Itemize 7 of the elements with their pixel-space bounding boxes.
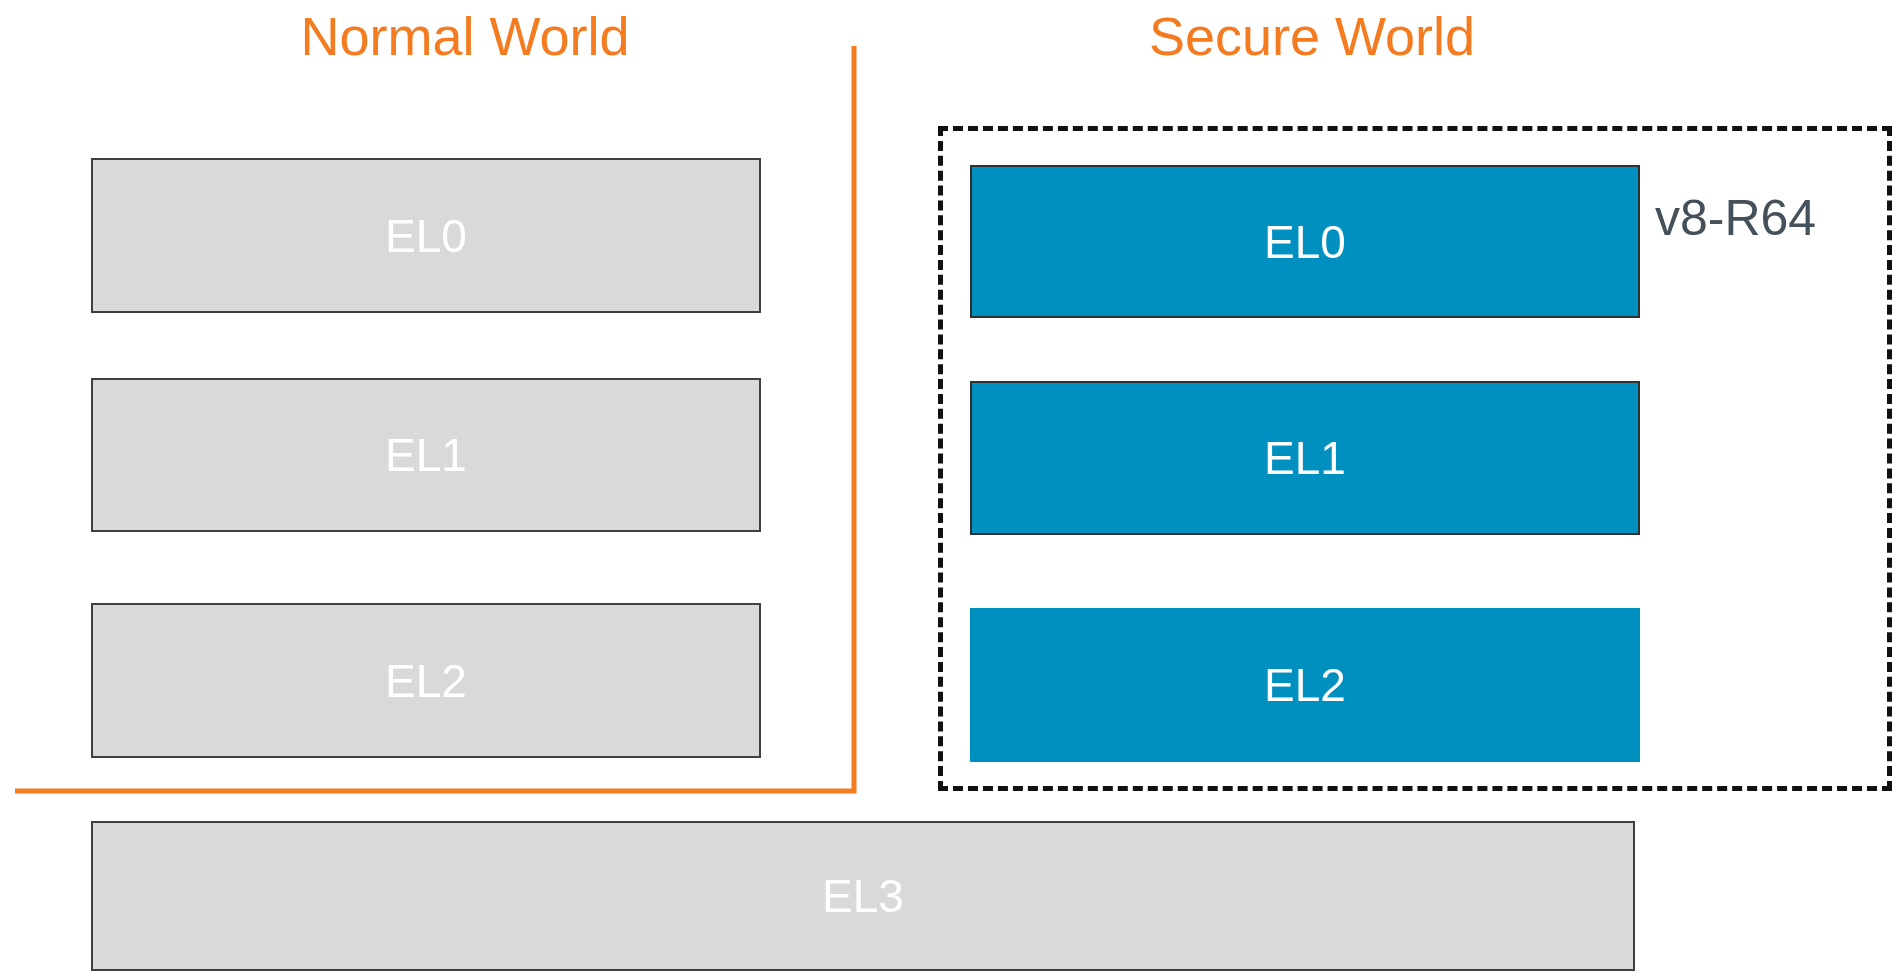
dashed-group-frame	[938, 126, 1892, 791]
world-heading: Normal World	[300, 5, 630, 67]
level-box: EL2	[970, 608, 1640, 762]
level-box: EL0	[970, 165, 1640, 318]
group-title: v8-R64	[1655, 189, 1817, 247]
world-heading: Secure World	[1148, 5, 1476, 67]
level-box: EL1	[970, 381, 1640, 535]
